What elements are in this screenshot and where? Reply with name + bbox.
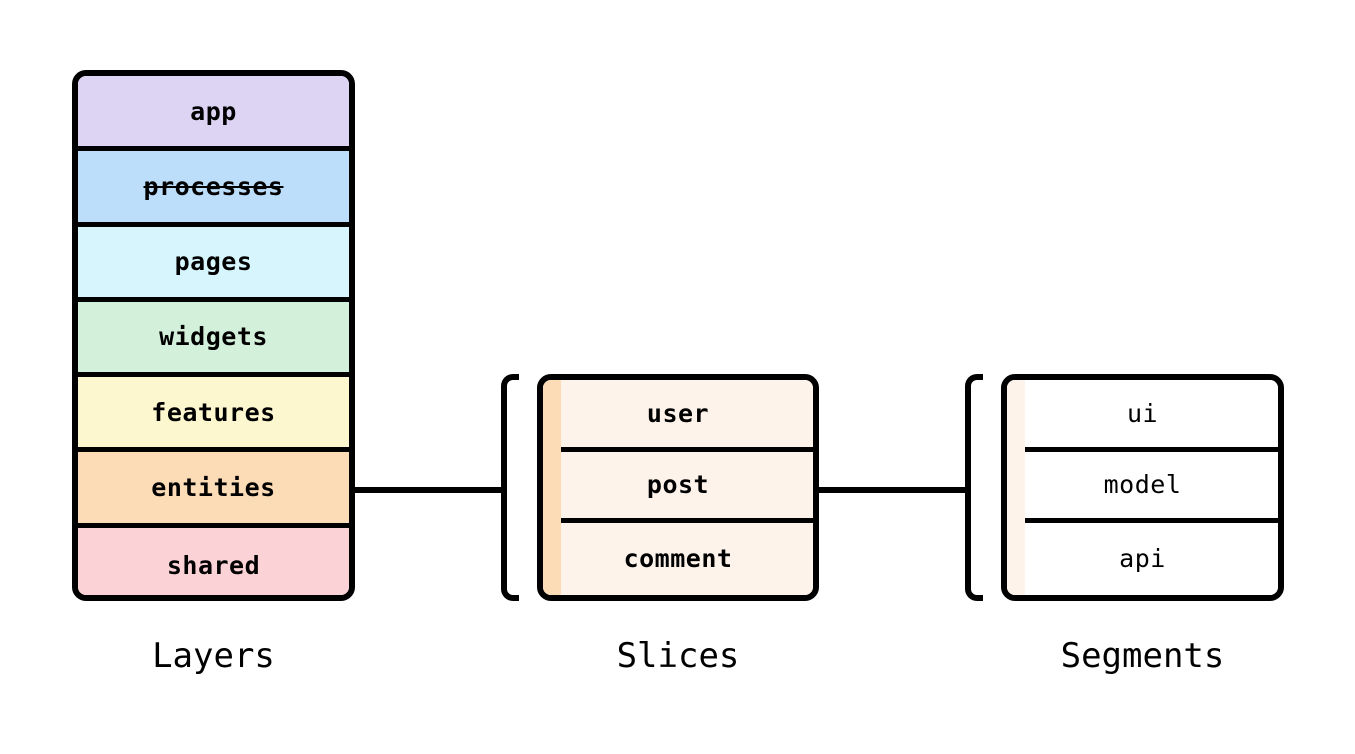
segments-accent-stripe (1007, 380, 1025, 595)
caption-layers: Layers (152, 636, 275, 676)
slice-band-post[interactable]: post (543, 451, 813, 524)
layer-band-pages[interactable]: pages (78, 226, 349, 302)
segment-band-ui[interactable]: ui (1007, 380, 1278, 452)
segment-label-model: model (1103, 470, 1182, 500)
layer-label-shared: shared (166, 550, 261, 580)
slices-bracket-stub (495, 487, 507, 493)
slice-label-post: post (646, 470, 710, 500)
segments-bracket-stub (959, 487, 971, 493)
connector-layers-to-slices (355, 487, 501, 493)
caption-segments: Segments (1060, 636, 1225, 676)
caption-slices: Slices (616, 636, 740, 676)
layers-stack: app processes pages widgets features ent… (72, 70, 355, 601)
slice-label-user: user (646, 398, 710, 428)
layer-label-processes: processes (143, 171, 284, 201)
connector-slices-to-segments (819, 487, 965, 493)
segment-label-api: api (1119, 544, 1166, 574)
slices-stack: user post comment (537, 374, 819, 601)
segment-band-model[interactable]: model (1007, 451, 1278, 524)
slices-accent-stripe (543, 380, 561, 595)
slice-band-user[interactable]: user (543, 380, 813, 452)
segments-stack: ui model api (1001, 374, 1284, 601)
layer-band-processes[interactable]: processes (78, 151, 349, 227)
layer-label-app: app (190, 96, 237, 126)
layer-label-widgets: widgets (159, 322, 268, 352)
layer-band-features[interactable]: features (78, 377, 349, 453)
layer-band-app[interactable]: app (78, 76, 349, 152)
layer-label-features: features (151, 397, 276, 427)
slice-band-comment[interactable]: comment (543, 523, 813, 595)
slice-label-comment: comment (623, 544, 733, 574)
layer-band-shared[interactable]: shared (78, 527, 349, 595)
layer-band-entities[interactable]: entities (78, 452, 349, 528)
segment-label-ui: ui (1126, 398, 1159, 428)
layer-band-widgets[interactable]: widgets (78, 301, 349, 378)
layer-label-pages: pages (174, 247, 253, 277)
segment-band-api[interactable]: api (1007, 523, 1278, 595)
layer-label-entities: entities (151, 472, 276, 502)
